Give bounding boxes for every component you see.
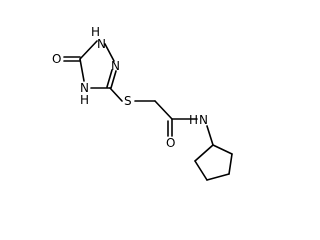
bond-n-cyclopentyl [206, 125, 214, 146]
bond-cp-2-3 [228, 153, 233, 175]
atom-h-n1: H [91, 25, 100, 39]
atom-n-amide: N [199, 113, 208, 127]
bond-cp-3-4 [206, 173, 230, 181]
bond-cp-5-1 [194, 144, 214, 162]
bond-cp-4-5 [194, 160, 208, 181]
atom-o-ring: O [52, 52, 61, 66]
molecule-structure-diagram: O H N N N H S O H N [52, 25, 233, 181]
atom-n2: N [111, 59, 120, 73]
bond-cp-1-2 [212, 144, 233, 155]
bond-n4-c5 [79, 58, 85, 82]
bond-c5-n1 [79, 40, 98, 60]
bond-n1-n2 [104, 43, 115, 62]
bond-c3-s [109, 87, 123, 102]
atom-n1: N [97, 37, 106, 51]
atom-n4: N [80, 81, 89, 95]
atom-o-amide: O [166, 136, 175, 150]
bonds [63, 40, 233, 181]
bond-n2-c3-a [110, 70, 117, 89]
atom-h-amide: H [189, 113, 198, 127]
atom-h-n4: H [80, 93, 89, 107]
atom-labels: O H N N N H S O H N [52, 25, 208, 150]
bond-n2-c3-b [106, 69, 113, 88]
bond-ch2-carbonyl [154, 100, 173, 120]
atom-s: S [124, 94, 132, 108]
